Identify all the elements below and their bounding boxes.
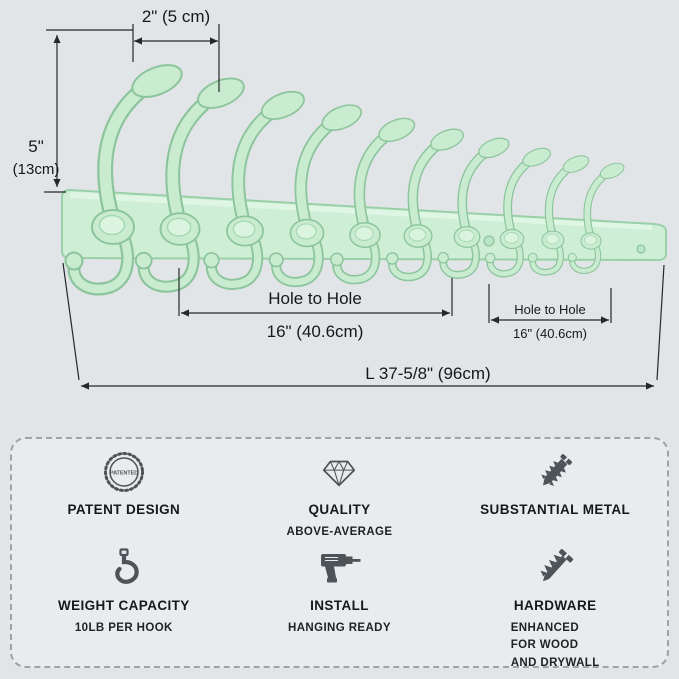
feature-title: QUALITY (308, 502, 371, 517)
feature-title: HARDWARE (513, 598, 597, 613)
feature-patent-design: PATENTED PATENT DESIGN (16, 449, 232, 545)
patent-seal-text: PATENTED (110, 471, 138, 477)
feature-title: PATENT DESIGN (67, 502, 181, 517)
feature-install: INSTALL HANGING READY (232, 545, 448, 672)
dim-hole2-label: Hole to Hole (514, 302, 586, 317)
dim-hole1-value: 16" (40.6cm) (267, 322, 364, 341)
dim-height-cm-label: (13cm) (13, 161, 60, 178)
dimension-lines (44, 24, 665, 390)
feature-substantial-metal: SUBSTANTIAL METAL (447, 449, 663, 545)
feature-quality: QUALITY ABOVE-AVERAGE (232, 449, 448, 545)
screw-icon (533, 449, 577, 495)
feature-title: INSTALL (310, 598, 369, 613)
feature-title: WEIGHT CAPACITY (57, 598, 190, 613)
features-panel: PATENTED PATENT DESIGN QUALITY ABOVE-AVE… (10, 437, 669, 669)
dim-hook-width-label: 2" (5 cm) (142, 7, 210, 26)
dim-hole1-label: Hole to Hole (268, 289, 362, 308)
feature-hardware: HARDWARE ENHANCED FOR WOOD AND DRYWALL (447, 545, 663, 672)
mount-screw (483, 235, 495, 247)
mount-screw (636, 244, 646, 254)
patent-seal-icon: PATENTED (102, 449, 146, 495)
feature-weight-capacity: WEIGHT CAPACITY 10LB PER HOOK (16, 545, 232, 672)
coat-rack-dimension-diagram: 2" (5 cm) 5" (13cm) Hole to Hole 16" (40… (13, 7, 667, 390)
feature-title: SUBSTANTIAL METAL (480, 502, 631, 517)
dim-height-inches-label: 5" (28, 137, 44, 156)
feature-subtitle: HANGING READY (288, 622, 391, 634)
crane-hook-icon (102, 545, 146, 591)
diamond-icon (318, 449, 360, 495)
wall-anchor-icon (533, 545, 577, 591)
feature-subtitle: ENHANCED FOR WOOD AND DRYWALL (510, 622, 600, 669)
dim-hole2-value: 16" (40.6cm) (513, 326, 587, 341)
dim-total-length-label: L 37-5/8" (96cm) (365, 364, 490, 383)
feature-subtitle: ABOVE-AVERAGE (286, 526, 393, 538)
drill-icon (316, 545, 362, 591)
feature-subtitle: 10LB PER HOOK (74, 622, 173, 634)
